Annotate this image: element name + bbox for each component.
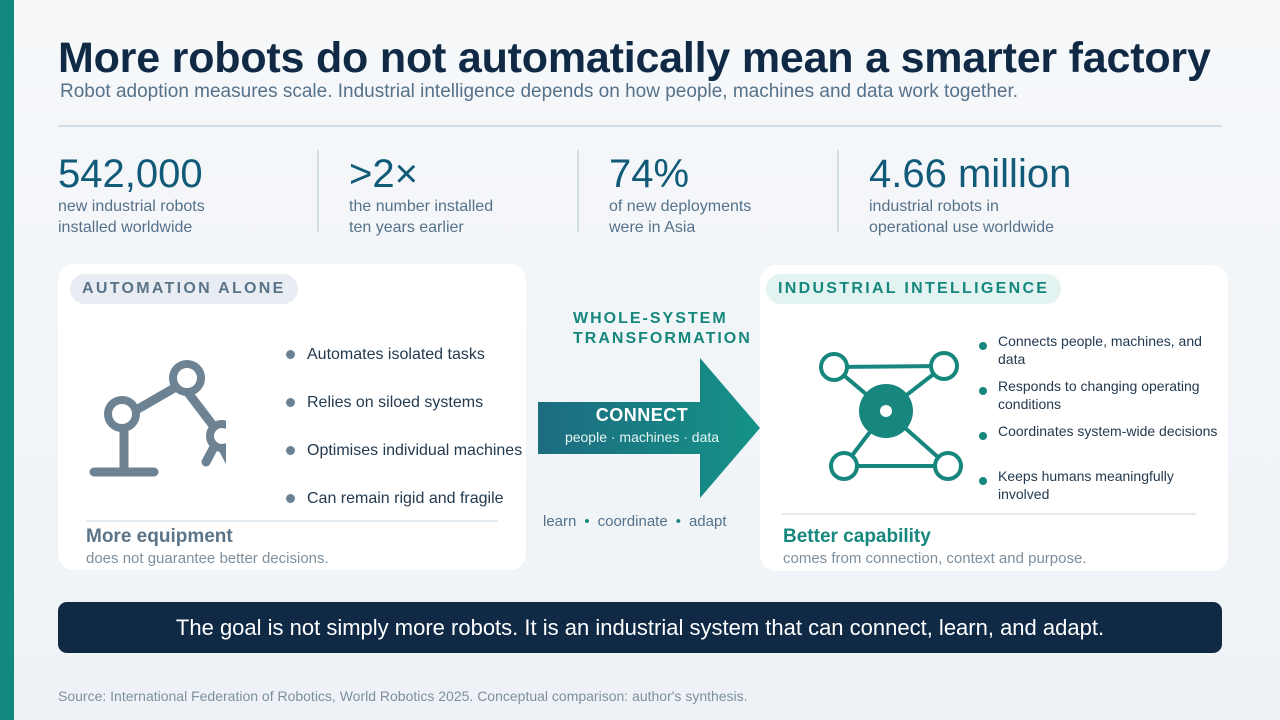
step-adapt: adapt — [688, 513, 727, 530]
page-subtitle: Robot adoption measures scale. Industria… — [60, 81, 1019, 102]
stat-new-installations: 542,000 new industrial robots installed … — [58, 150, 288, 238]
list-item: Coordinates system-wide decisions — [978, 422, 1218, 467]
stat-caption: of new deployments were in Asia — [609, 196, 839, 238]
connect-sublabel: people · machines · data — [564, 429, 720, 445]
stat-operational-stock: 4.66 million industrial robots in operat… — [869, 150, 1099, 238]
heading-line: TRANSFORMATION — [573, 330, 752, 347]
stat-value: >2× — [349, 152, 418, 196]
list-item: Relies on siloed systems — [286, 392, 522, 440]
list-item: Keeps humans meaningfully involved — [978, 467, 1218, 512]
stat-caption: industrial robots in operational use wor… — [869, 196, 1099, 238]
stat-asia-share: 74% of new deployments were in Asia — [609, 150, 839, 238]
step-coordinate: coordinate — [597, 513, 668, 530]
list-item: Connects people, machines, and data — [978, 332, 1218, 377]
stat-growth: >2× the number installed ten years earli… — [349, 150, 579, 238]
step-separator-icon: • — [584, 513, 590, 530]
intelligence-footer-subtitle: comes from connection, context and purpo… — [783, 550, 1087, 567]
industrial-intelligence-panel: INDUSTRIAL INTELLIGENCE Connects people,… — [760, 265, 1228, 571]
stat-divider — [317, 150, 319, 232]
stat-caption-line: operational use worldwide — [869, 219, 1054, 236]
stat-divider — [837, 150, 839, 232]
stat-caption-line: ten years earlier — [349, 219, 464, 236]
page-title: More robots do not automatically mean a … — [58, 34, 1211, 82]
conclusion-banner: The goal is not simply more robots. It i… — [58, 602, 1222, 653]
stat-value: 542,000 — [58, 152, 203, 196]
stat-caption: the number installed ten years earlier — [349, 196, 579, 238]
intelligence-footer-title: Better capability — [783, 526, 931, 547]
whole-system-heading: WHOLE-SYSTEM TRANSFORMATION — [573, 309, 752, 349]
list-item: Automates isolated tasks — [286, 344, 522, 392]
stat-caption-line: installed worldwide — [58, 219, 193, 236]
connect-label: CONNECT — [595, 405, 689, 425]
network-hub-icon — [819, 351, 963, 481]
industrial-intelligence-pill: INDUSTRIAL INTELLIGENCE — [766, 274, 1062, 304]
stat-value: 74% — [609, 152, 690, 196]
stat-caption-line: industrial robots in — [869, 198, 999, 215]
stat-caption-line: were in Asia — [609, 219, 696, 236]
panel-divider — [782, 513, 1196, 515]
automation-alone-pill: AUTOMATION ALONE — [70, 274, 298, 304]
step-separator-icon: • — [675, 513, 681, 530]
stat-divider — [577, 150, 579, 232]
stat-caption-line: the number installed — [349, 198, 494, 215]
list-item: Optimises individual machines — [286, 440, 522, 488]
automation-bullet-list: Automates isolated tasks Relies on siloe… — [286, 344, 522, 536]
panel-divider — [86, 520, 498, 522]
robot-arm-icon — [89, 360, 226, 477]
connect-arrow-icon — [538, 358, 760, 498]
automation-footer-title: More equipment — [86, 526, 233, 547]
stat-caption-line: new industrial robots — [58, 198, 205, 215]
source-note: Source: International Federation of Robo… — [58, 688, 748, 704]
step-learn: learn — [543, 513, 577, 530]
accent-bar — [0, 0, 14, 720]
header-divider — [58, 125, 1222, 127]
process-steps: learn • coordinate • adapt — [543, 513, 727, 530]
stat-value: 4.66 million — [869, 152, 1072, 196]
stat-caption: new industrial robots installed worldwid… — [58, 196, 288, 238]
intelligence-bullet-list: Connects people, machines, and data Resp… — [978, 332, 1218, 512]
heading-line: WHOLE-SYSTEM — [573, 310, 728, 327]
stat-caption-line: of new deployments — [609, 198, 752, 215]
list-item: Responds to changing operating condition… — [978, 377, 1218, 422]
automation-alone-panel: AUTOMATION ALONE Automates isolated task… — [58, 264, 526, 570]
automation-footer-subtitle: does not guarantee better decisions. — [86, 550, 329, 567]
list-item: Can remain rigid and fragile — [286, 488, 522, 536]
